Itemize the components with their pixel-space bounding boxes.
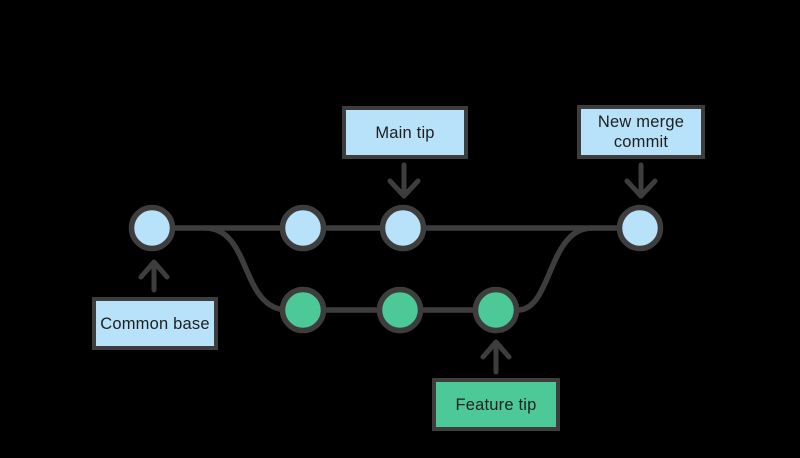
new-merge-commit-down-arrow-icon bbox=[624, 162, 658, 199]
common-base-up-arrow-icon bbox=[138, 259, 170, 293]
main-commit-2-node bbox=[279, 204, 327, 252]
feature-commit-1-node bbox=[279, 286, 327, 334]
main-commit-3-main-tip-node bbox=[379, 204, 427, 252]
main-tip-label: Main tip bbox=[342, 106, 468, 159]
common-base-label: Common base bbox=[92, 297, 218, 350]
feature-tip-up-arrow-icon bbox=[480, 339, 512, 375]
new-merge-commit-label: New merge commit bbox=[577, 105, 705, 159]
merge-in-curve bbox=[517, 225, 593, 313]
feature-commit-3-feature-tip-node bbox=[472, 286, 520, 334]
main-commit-4-merge-node bbox=[616, 204, 664, 252]
main-commit-1-common-base-node bbox=[128, 204, 176, 252]
branch-out-curve bbox=[204, 225, 289, 313]
feature-commit-2-node bbox=[376, 286, 424, 334]
feature-tip-label: Feature tip bbox=[432, 378, 560, 431]
main-tip-down-arrow-icon bbox=[387, 162, 421, 199]
